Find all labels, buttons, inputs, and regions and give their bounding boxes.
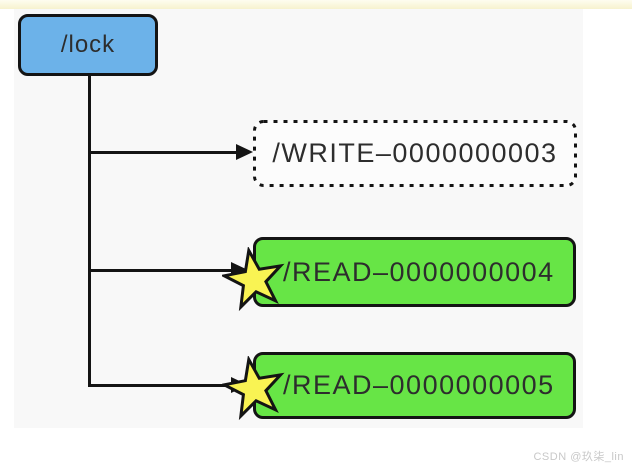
star-icon (222, 247, 285, 312)
node-write-label: /WRITE–0000000003 (272, 138, 558, 168)
star-icon (222, 356, 285, 421)
node-lock: /lock (18, 14, 158, 76)
connector-trunk-line (88, 75, 91, 387)
connector-branch-read5 (88, 384, 235, 387)
top-strip (0, 0, 632, 9)
node-read-0000000005: /READ–0000000005 (253, 352, 576, 419)
node-read-0000000004: /READ–0000000004 (253, 237, 576, 307)
watermark: CSDN @玖柒_lin (533, 451, 624, 463)
node-lock-label: /lock (60, 31, 116, 58)
node-write-0000000003: /WRITE–0000000003 (253, 120, 577, 187)
node-read5-label: /READ–0000000005 (283, 370, 555, 400)
connector-branch-read4 (88, 269, 235, 272)
arrowhead-write (236, 144, 253, 160)
connector-branch-write (88, 151, 237, 154)
node-read4-label: /READ–0000000004 (283, 256, 555, 287)
